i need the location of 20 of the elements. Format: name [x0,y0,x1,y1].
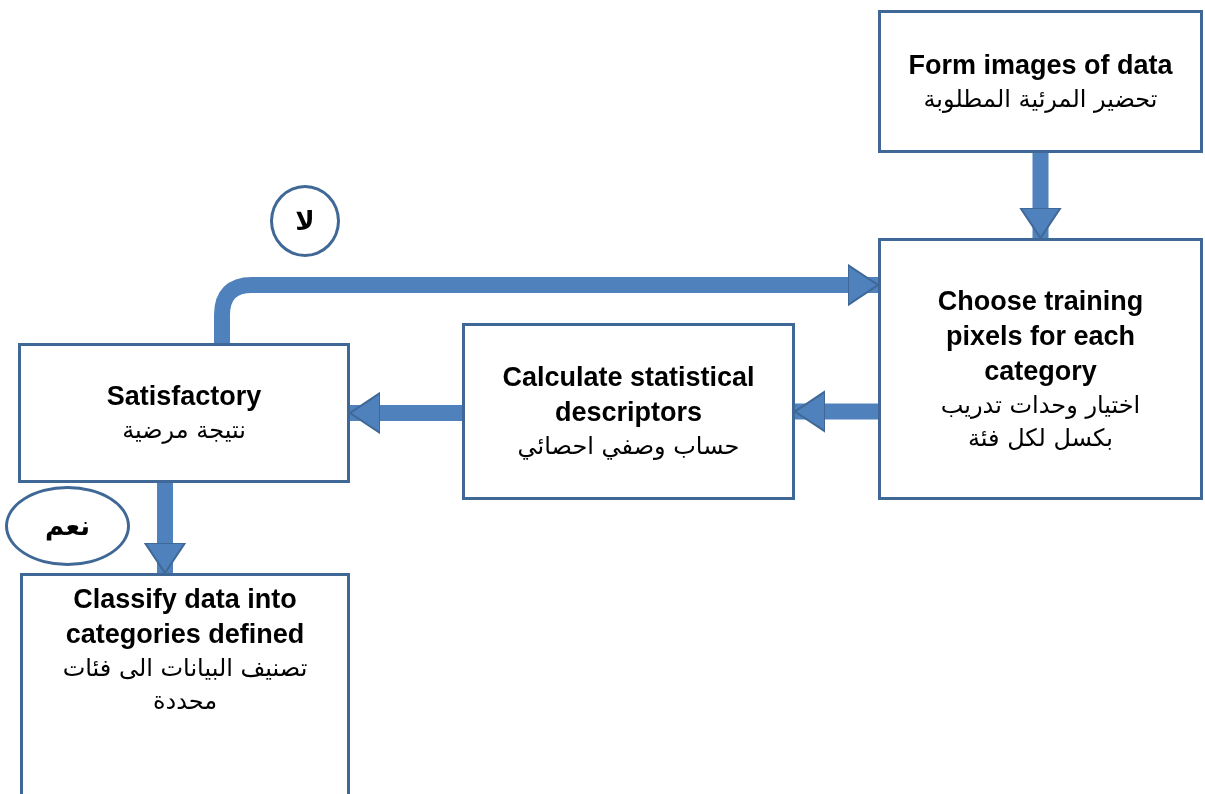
process-box [878,10,1203,153]
process-box [18,343,350,483]
process-box [462,323,795,500]
process-box [20,573,350,794]
box-subtitle: تحضير المرئية المطلوبة [923,83,1158,115]
box-title: Classify data into categories defined [64,583,306,652]
box-subtitle: تصنيف البيانات الى فئات محددة [61,653,309,717]
block-arrow [794,390,878,433]
box-subtitle: اختيار وحدات تدريب بكسل لكل فئة [939,390,1142,454]
edge-label: لا [270,185,340,257]
edge-label: نعم [5,486,130,566]
box-title: Calculate statistical descriptors [501,361,756,430]
process-box [878,238,1203,500]
box-subtitle: حساب وصفي احصائي [517,431,740,463]
box-title: Form images of data [908,48,1173,82]
block-arrow [349,392,462,434]
box-title: Choose training pixels for each category [936,284,1145,389]
box-subtitle: نتيجة مرضية [122,415,246,447]
block-arrow [1019,153,1062,239]
box-title: Satisfactory [106,380,262,414]
